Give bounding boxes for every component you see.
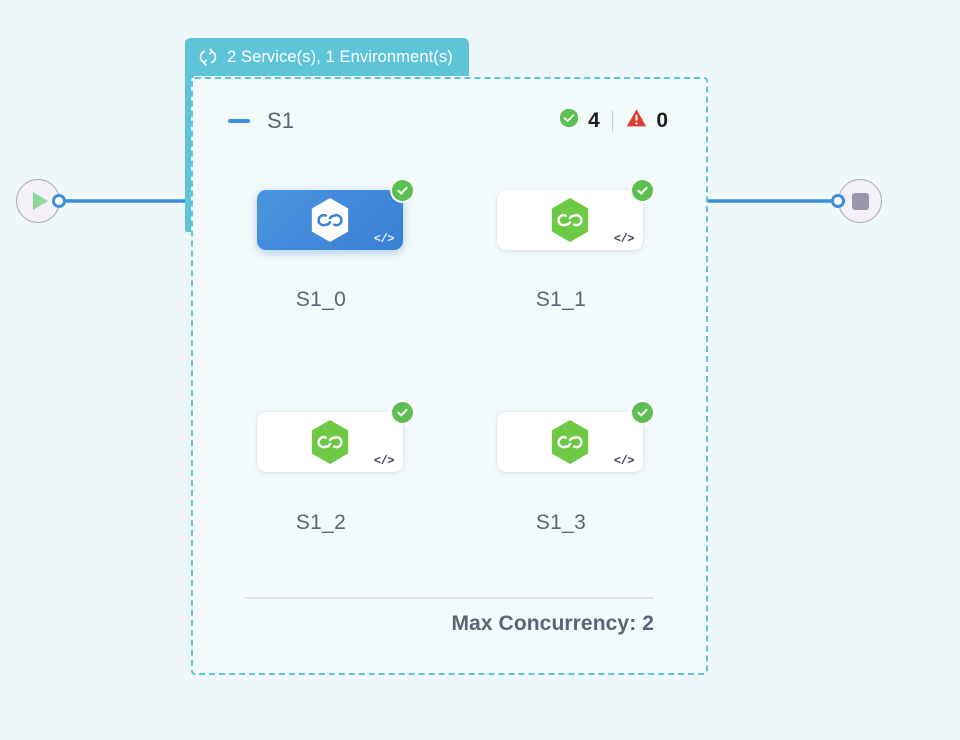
stop-icon: [851, 192, 869, 210]
section-stats: 4 0: [558, 107, 668, 135]
code-icon: </>: [373, 454, 395, 468]
success-stat: 4: [558, 107, 600, 135]
warning-count: 0: [656, 109, 668, 132]
code-icon: </>: [613, 232, 635, 246]
service-node-s1-1[interactable]: </>: [497, 178, 655, 250]
section-header: S1 4: [228, 104, 668, 138]
end-node-input-handle[interactable]: [831, 194, 845, 208]
play-icon: [33, 192, 48, 210]
code-icon: </>: [373, 232, 395, 246]
max-concurrency-label: Max Concurrency: 2: [451, 612, 654, 635]
check-circle-icon: [390, 178, 415, 203]
check-circle-icon: [630, 400, 655, 425]
check-circle-icon: [630, 178, 655, 203]
footer-divider: [244, 597, 654, 599]
service-node-s1-3[interactable]: </>: [497, 400, 655, 472]
warning-triangle-icon: [625, 107, 648, 135]
service-node-label-s1-3: S1_3: [535, 511, 587, 534]
service-hexagon-icon: [311, 420, 349, 464]
success-count: 4: [588, 109, 600, 132]
service-group-container[interactable]: [191, 77, 708, 675]
group-tab[interactable]: 2 Service(s), 1 Environment(s): [185, 38, 469, 76]
start-node-output-handle[interactable]: [52, 194, 66, 208]
service-node-label-s1-2: S1_2: [295, 511, 347, 534]
group-left-strip: [185, 40, 194, 232]
section-title: S1: [267, 108, 295, 133]
stat-divider: [611, 110, 614, 132]
service-node-s1-0[interactable]: </>: [257, 178, 415, 250]
end-node[interactable]: [838, 179, 882, 223]
minus-icon[interactable]: [228, 119, 250, 123]
code-icon: </>: [613, 454, 635, 468]
group-tab-label: 2 Service(s), 1 Environment(s): [227, 47, 453, 66]
service-hexagon-icon: [311, 198, 349, 242]
service-node-label-s1-0: S1_0: [295, 288, 347, 311]
warning-stat: 0: [625, 107, 668, 135]
service-hexagon-icon: [551, 198, 589, 242]
check-circle-icon: [390, 400, 415, 425]
loop-icon: [198, 47, 218, 67]
service-node-s1-2[interactable]: </>: [257, 400, 415, 472]
service-node-label-s1-1: S1_1: [535, 288, 587, 311]
check-circle-icon: [558, 107, 580, 135]
service-hexagon-icon: [551, 420, 589, 464]
